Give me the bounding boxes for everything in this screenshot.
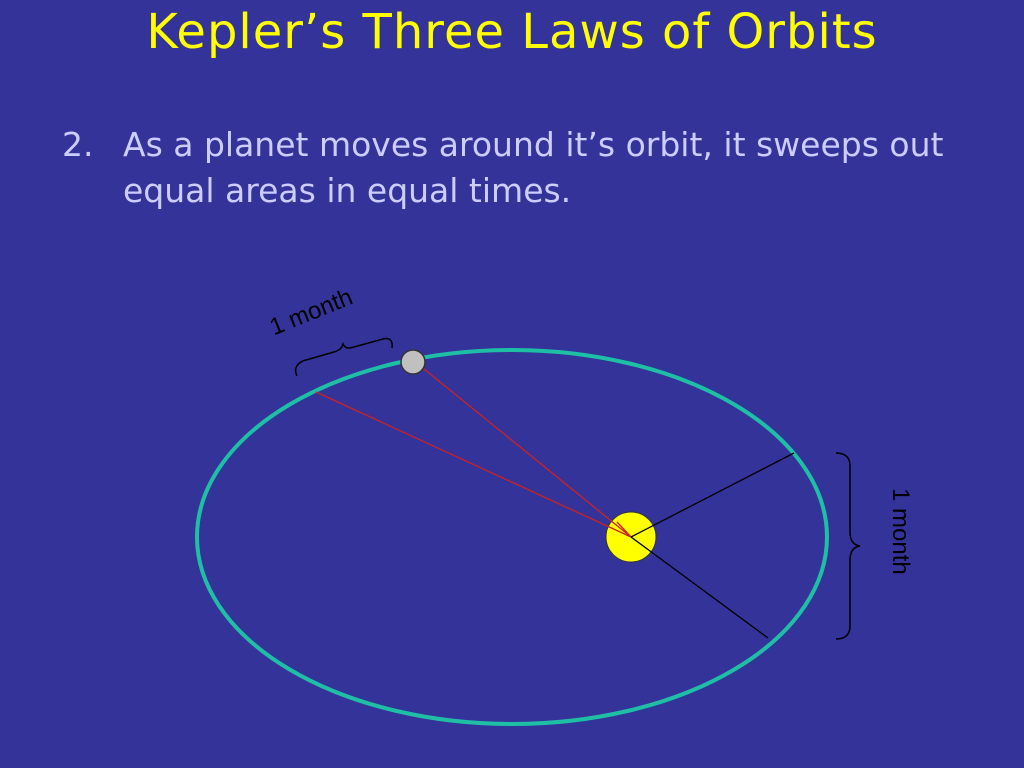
swept-line-top-right [412,359,632,538]
top-interval-brace [294,337,393,377]
swept-line-right-bottom [630,536,769,639]
swept-line-top-left [315,391,632,538]
swept-line-top-right-inner [616,521,632,538]
swept-line-right-top [630,452,795,538]
right-interval-brace [835,452,861,640]
orbit-ellipse [195,348,829,726]
right-interval-label: 1 month [887,488,914,575]
slide-title: Kepler’s Three Laws of Orbits [146,4,878,60]
bullet-number: 2. [62,125,94,164]
planet [400,349,426,375]
bullet-text: As a planet moves around it’s orbit, it … [123,125,944,210]
